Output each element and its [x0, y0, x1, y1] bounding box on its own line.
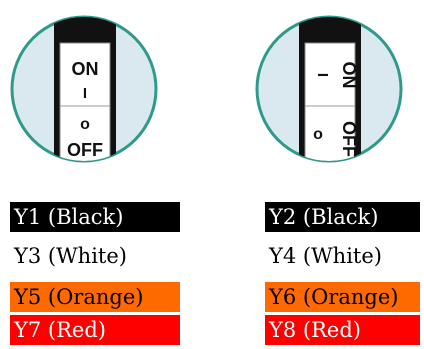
on-label: ON [339, 62, 359, 89]
off-label: OFF [67, 140, 103, 160]
wire-label-y6: Y6 (Orange) [265, 282, 420, 312]
switch-rocker [59, 42, 111, 161]
wire-label-y8: Y8 (Red) [265, 315, 420, 345]
wire-label-y5: Y5 (Orange) [10, 282, 180, 312]
switch-vertical-graphic: ON I o OFF [10, 15, 158, 163]
off-label: OFF [339, 121, 359, 157]
wire-label-y3: Y3 (White) [10, 241, 180, 271]
wire-label-y1: Y1 (Black) [10, 202, 180, 232]
switch-rocker [304, 42, 356, 161]
rocker-switch-horizontal: ON I o OFF [255, 3, 403, 173]
off-mark: o [313, 126, 323, 143]
on-mark: I [314, 73, 331, 77]
on-mark: I [83, 85, 87, 102]
wire-label-y2: Y2 (Black) [265, 202, 420, 232]
switch-horizontal-graphic: ON I o OFF [255, 15, 403, 163]
on-label: ON [72, 59, 99, 79]
off-mark: o [80, 116, 90, 133]
wire-label-y4: Y4 (White) [265, 241, 420, 271]
wire-label-y7: Y7 (Red) [10, 315, 180, 345]
rocker-switch-vertical: ON I o OFF [10, 3, 158, 173]
